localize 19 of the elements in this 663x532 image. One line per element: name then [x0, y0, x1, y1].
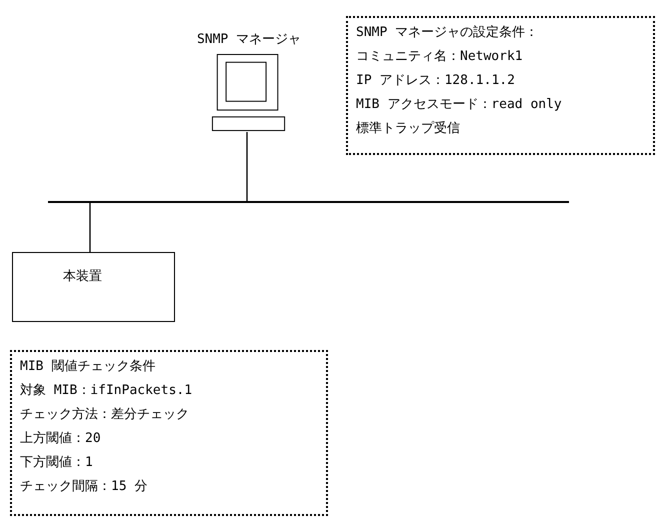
note-text: SNMP マネージャの設定条件： [356, 24, 540, 42]
device-box [12, 252, 175, 322]
note-text: MIB アクセスモード：read only [356, 96, 563, 114]
note-text: チェック間隔：15 分 [20, 478, 148, 496]
note-text: コミュニティ名：Network1 [356, 48, 524, 66]
note-text: チェック方法：差分チェック [20, 406, 190, 424]
computer-label: SNMP マネージャ [196, 31, 302, 48]
note-text: IP アドレス：128.1.1.2 [356, 72, 516, 90]
note-box [346, 16, 655, 155]
note-box [10, 350, 328, 516]
note-text: 上方閾値：20 [20, 430, 102, 448]
connection-line [246, 132, 248, 201]
note-text: MIB 閾値チェック条件 [20, 358, 156, 376]
note-text: 標準トラップ受信 [356, 120, 461, 138]
connection-line [89, 203, 91, 252]
note-text: 対象 MIB：ifInPackets.1 [20, 382, 194, 400]
device-label: 本装置 [63, 268, 102, 285]
network-bus-line [48, 201, 569, 203]
note-text: 下方閾値：1 [20, 454, 94, 472]
